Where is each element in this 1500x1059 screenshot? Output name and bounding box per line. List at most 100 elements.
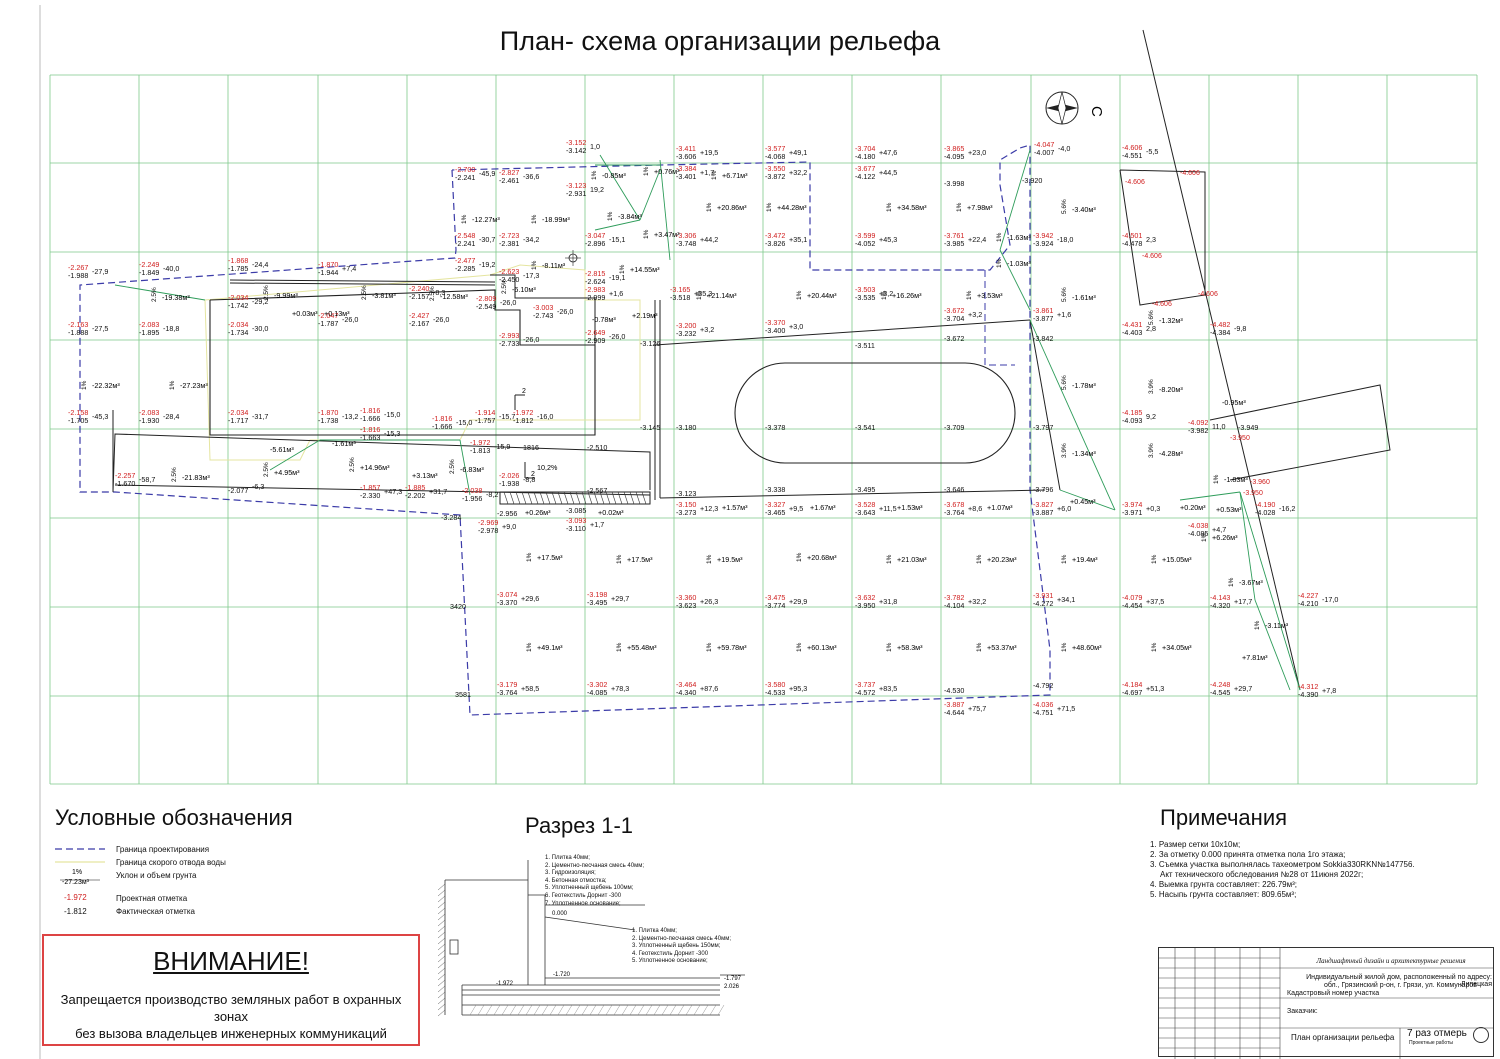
volume-value: +0.03м³ [292,309,318,318]
project-elevation: -2.240 [409,284,429,293]
volume-value: +2.19м³ [632,311,658,320]
slope-percent: 1% [1201,532,1208,542]
actual-elevation: -2.285 [455,264,475,273]
slope-percent: 1% [996,258,1003,268]
elevation-point: -2.240-2.157-8,3 [409,284,445,301]
north-label: С [1088,106,1105,117]
section-heading: Разрез 1-1 [525,813,634,838]
slope-percent: 1% [976,554,983,564]
project-elevation: -4.431 [1122,320,1142,329]
project-elevation: -4.185 [1122,408,1142,417]
cut-fill-value: -6,3 [252,482,264,491]
actual-elevation: -4.390 [1298,690,1318,699]
slope-percent: 1% [616,642,623,652]
slope-volume: 1%+34.05м³ [1151,642,1192,652]
actual-elevation: -3.971 [1122,508,1142,517]
slope-percent: 1% [1228,577,1235,587]
elevation-point: -3.646 [944,485,964,494]
elevation-point: -4.227-4.210-17,0 [1298,591,1338,608]
cut-fill-value: +19,5 [700,148,718,157]
red-mark: -4.606 [1142,253,1162,260]
slope-volume: 10,2% [537,463,558,472]
elevation-point: -3.704-4.180+47,6 [855,144,897,161]
project-elevation: -3.200 [676,321,696,330]
actual-elevation: -4.454 [1122,601,1142,610]
cut-fill-value: +7,8 [1322,686,1336,695]
project-elevation: -3.047 [585,231,605,240]
elevation-point: -3.338 [765,485,785,494]
project-elevation: -2.257 [115,471,135,480]
elevation-point: -3.378 [765,423,785,432]
cut-fill-value: 19,2 [590,185,604,194]
title-block-org: Ландшафтный дизайн и архитектурные решен… [1316,957,1466,965]
drainage-boundary [204,264,641,461]
elevation-point: -4.143-4.320+17,7 [1210,593,1252,610]
elevation-point: -1.816-1.666-15,0 [432,414,472,431]
cut-fill-value: -45,9 [479,169,495,178]
actual-elevation: -2.733 [499,339,519,348]
paving-strip [499,491,651,505]
cut-fill-value: -26,0 [609,332,625,341]
actual-elevation: -2.381 [499,239,519,248]
project-elevation: -4.312 [1298,682,1318,691]
project-elevation: -3.678 [944,500,964,509]
volume-value: +14.55м³ [630,265,660,274]
cut-fill-value: -9,8 [1234,324,1246,333]
cut-fill-value: +31,8 [879,597,897,606]
slope-volume: 1%-22.32м³ [81,380,120,390]
actual-elevation: -3.518 [670,293,690,302]
red-mark: -4.606 [1198,291,1218,298]
actual-elevation: -3.495 [855,485,875,494]
project-elevation: -3.931 [1033,591,1053,600]
elevation-point: -1.857-2.330+47,3 [360,483,402,500]
section-mark-zero: 0.000 [552,911,568,917]
volume-value: +19.5м³ [717,555,743,564]
project-elevation: -3.179 [497,680,517,689]
actual-elevation: -4.085 [587,688,607,697]
cut-fill-value: +1,6 [609,289,623,298]
slope-volume: 3.9%-8.20м³ [1148,379,1183,394]
slope-volume: +0.53м³ [1216,505,1242,514]
project-elevation: -3.761 [944,231,964,240]
section-layer-b4: 4. Геотекстиль Дорнит -300 [632,950,709,957]
slope-percent: 1% [886,642,893,652]
volume-value: +0.76м³ [654,167,680,176]
actual-elevation: -1.742 [228,301,248,310]
slope-volume: 1%+20.68м³ [796,552,837,562]
property-line-east [1142,29,1301,691]
elevation-point: -3.920 [1022,176,1042,185]
project-elevation: -4.227 [1298,591,1318,600]
volume-value: +59.78м³ [717,643,747,652]
elevation-point: -3.942-3.924-18,0 [1033,231,1073,248]
project-elevation: -1.972 [470,438,490,447]
actual-elevation: -1.849 [139,268,159,277]
project-elevation: -2.623 [499,267,519,276]
legend-project-sample: -1.972 [64,893,87,902]
paving-hatch [503,491,647,505]
note-5: 5. Насыпь грунта составляет: 809.65м³; [1150,890,1297,899]
project-elevation: -3.942 [1033,231,1053,240]
volume-value: -27.23м³ [180,381,208,390]
slope-volume: 2.5%-21.83м³ [171,467,210,482]
title-block-object-1: Индивидуальный жилой дом, расположенный … [1306,974,1492,988]
volume-value: +53.37м³ [987,643,1017,652]
volume-value: +34.58м³ [897,203,927,212]
elevation-point: -4.606-4.551-5,5 [1122,143,1158,160]
cut-fill-value: -15,1 [609,235,625,244]
warning-title: ВНИМАНИЕ! [153,946,309,976]
note-4: 4. Выемка грунта составляет: 226.79м³; [1150,880,1297,889]
elevation-point: -2.257-1.670-58,7 [115,471,155,488]
elevation-point: -1.816-1.666-15,0 [360,406,400,423]
section-layer-b2: 2. Цементно-песчаная смесь 40мм; [632,935,732,942]
actual-elevation: -2.624 [585,277,605,286]
project-elevation: -3.165 [670,285,690,294]
cut-fill-value: -24,4 [252,260,268,269]
elevation-point: -3.709 [944,423,964,432]
volume-value: 10,2% [537,463,558,472]
elevation-point: -3.672-3.704+3,2 [944,306,982,323]
actual-elevation: -4.551 [1122,151,1142,160]
slope-volume: 1%+53.37м³ [976,642,1017,652]
slope-volume: 2.5%+4.95м³ [263,462,300,477]
elevation-point: -3.761-3.985+22,4 [944,231,986,248]
